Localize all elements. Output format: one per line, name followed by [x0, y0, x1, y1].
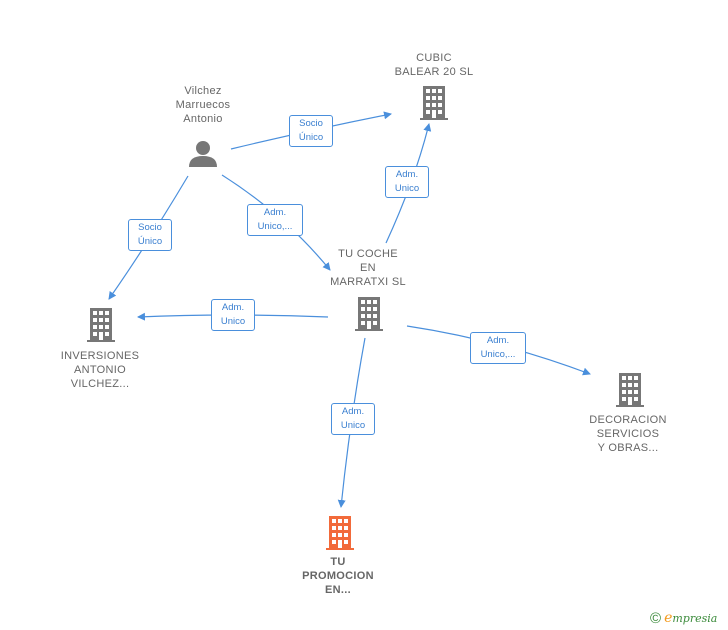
building-icon [87, 308, 115, 342]
edge-label-tucoche-decoracion: Adm. Unico,... [470, 332, 526, 364]
building-icon [420, 86, 448, 120]
brand-e: e [664, 610, 673, 626]
node-label-person[interactable]: Vilchez Marruecos Antonio [175, 85, 231, 125]
building-icon [616, 373, 644, 407]
brand-logo: ©empresia [650, 610, 717, 627]
node-label-tupromocion[interactable]: TU PROMOCION EN... [302, 556, 374, 596]
node-label-cubic[interactable]: CUBIC BALEAR 20 SL [394, 52, 474, 78]
edge-label-tucoche-inversiones: Adm. Unico [211, 299, 255, 331]
brand-name: mpresia [672, 612, 718, 625]
edges [108, 111, 591, 508]
building-icon [355, 297, 383, 331]
node-label-tucoche[interactable]: TU COCHE EN MARRATXI SL [330, 248, 406, 288]
node-label-inversiones[interactable]: INVERSIONES ANTONIO VILCHEZ... [60, 350, 140, 390]
building-icon [326, 516, 354, 550]
node-label-decoracion[interactable]: DECORACION SERVICIOS Y OBRAS... [589, 414, 667, 454]
edge-label-person-cubic: Socio Único [289, 115, 333, 147]
edge-label-person-inversiones: Socio Único [128, 219, 172, 251]
edge-label-tucoche-cubic: Adm. Unico [385, 166, 429, 198]
copyright-symbol: © [650, 610, 662, 627]
edge-label-person-tucoche: Adm. Unico,... [247, 204, 303, 236]
person-icon [189, 141, 217, 167]
edge-label-tucoche-tupromocion: Adm. Unico [331, 403, 375, 435]
